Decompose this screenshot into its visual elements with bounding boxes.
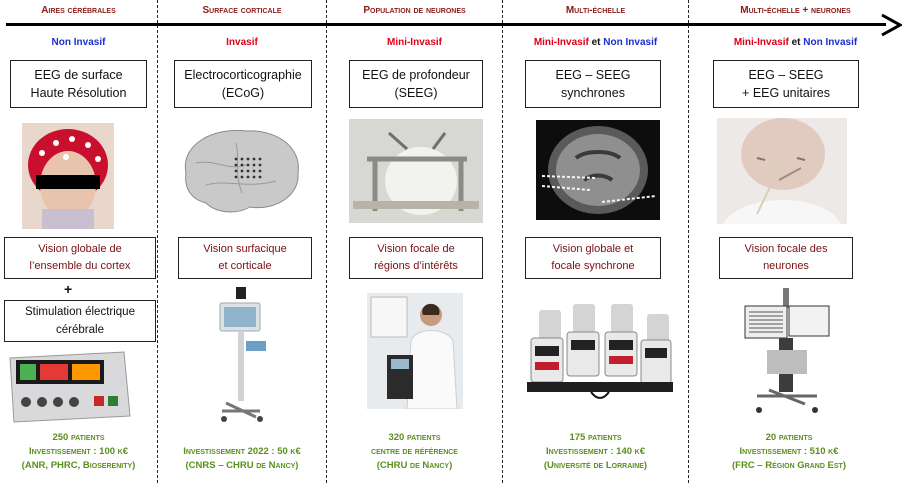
column-title: Multi-échelle + neurones — [740, 5, 851, 16]
researcher-with-device-photo — [367, 293, 463, 409]
method-box: EEG – SEEG + EEG unitaires — [713, 60, 859, 108]
column-title: Aires cérébrales — [41, 5, 116, 16]
invasiveness-label: Mini-Invasif — [386, 37, 442, 48]
eeg-cap-photo — [22, 123, 114, 229]
method-box: Electrocorticographie (ECoG) — [174, 60, 312, 108]
column-title: Population de neurones — [363, 5, 466, 16]
invasiveness-label: Mini-Invasif et Non Invasif — [533, 37, 658, 48]
plus-sign: + — [64, 281, 73, 297]
column-title: Surface corticale — [202, 5, 282, 16]
invasiveness-label: Invasif — [226, 37, 258, 48]
column-divider — [688, 0, 689, 483]
invasiveness-label: Non Invasif — [51, 37, 106, 48]
column-title: Multi-échelle — [565, 5, 626, 16]
vision-box: Vision surfacique et corticale — [178, 237, 312, 279]
column-divider — [326, 0, 327, 483]
timeline-arrow — [6, 23, 886, 26]
stereotactic-frame-photo — [349, 119, 483, 223]
vision-box: Vision globale de l’ensemble du cortex — [4, 237, 156, 279]
stimulator-device-photo — [9, 351, 131, 423]
invasiveness-label: Mini-Invasif et Non Invasif — [733, 37, 858, 48]
column-divider — [502, 0, 503, 483]
method-box: EEG de profondeur (SEEG) — [349, 60, 483, 108]
vision-box: Vision globale et focale synchrone — [525, 237, 661, 279]
mri-electrodes-image — [536, 120, 660, 220]
amplifier-set-photo — [527, 304, 673, 399]
microelectrode-photo — [717, 118, 847, 224]
column-brain-areas: Aires cérébrales Non Invasif EEG de surf… — [0, 0, 157, 483]
column-neuron-population: Population de neurones Mini-Invasif EEG … — [327, 0, 502, 483]
column-footer: Investissement 2022 : 50 k€ (CNRS – CHRU… — [183, 446, 301, 471]
column-multi-scale-neurons: Multi-échelle + neurones Mini-Invasif et… — [689, 0, 902, 483]
vision-box: Vision focale de régions d’intérêts — [349, 237, 483, 279]
vision-box: Vision focale des neurones — [719, 237, 853, 279]
column-cortical-surface: Surface corticale Invasif Electrocortico… — [158, 0, 326, 483]
arrow-head-icon — [881, 13, 902, 37]
method-box: EEG – SEEG synchrones — [525, 60, 661, 108]
column-divider — [157, 0, 158, 483]
ecog-system-cart-photo — [219, 287, 266, 422]
column-multi-scale: Multi-échelle Mini-Invasif et Non Invasi… — [503, 0, 688, 483]
column-footer: 175 patients Investissement : 140 k€ (Un… — [543, 432, 648, 471]
column-footer: 320 patients centre de référence (CHRU d… — [371, 432, 458, 471]
stimulation-box: Stimulation électrique cérébrale — [4, 300, 156, 342]
column-footer: 20 patients Investissement : 510 k€ (FRC… — [731, 432, 846, 471]
neuro-recording-cart-photo — [744, 288, 830, 413]
column-footer: 250 patients Investissement : 100 k€ (AN… — [21, 432, 136, 471]
brain-grid-illustration — [184, 129, 299, 213]
method-box: EEG de surface Haute Résolution — [10, 60, 147, 108]
